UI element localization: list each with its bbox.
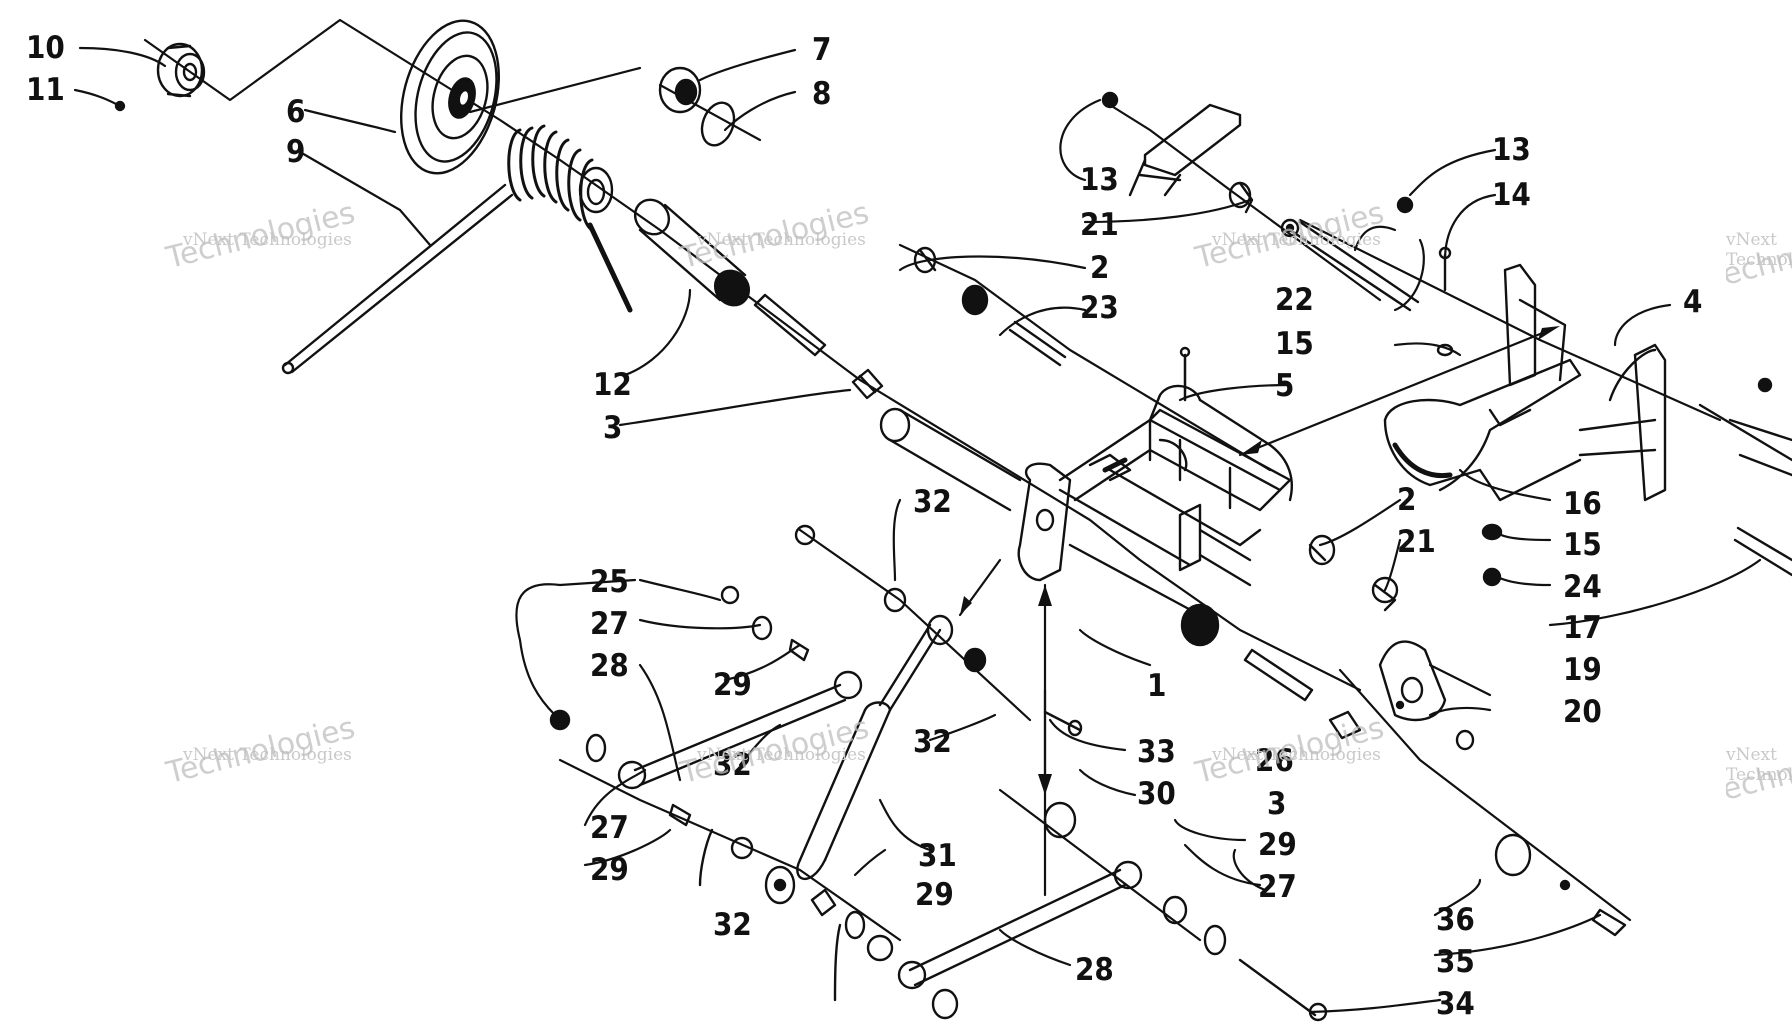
part-20-nut xyxy=(1455,729,1475,751)
callout-30: 30 xyxy=(1137,776,1176,812)
callout-34: 34 xyxy=(1436,986,1475,1022)
callout-26: 26 xyxy=(1255,743,1294,779)
part-24-nut xyxy=(1482,567,1502,587)
callout-16: 16 xyxy=(1563,486,1602,522)
part-33-bolt xyxy=(1043,710,1083,737)
part-2-spacer-lower xyxy=(1308,534,1336,566)
part-13-nut-right xyxy=(1396,196,1414,214)
callout-12: 12 xyxy=(593,367,632,403)
part-21-bolt-lower xyxy=(1371,576,1399,612)
callout-2: 2 xyxy=(1090,250,1109,286)
callout-29c: 29 xyxy=(1258,827,1297,863)
callout-6: 6 xyxy=(286,94,305,130)
part-26-pin xyxy=(1243,648,1314,702)
part-15-washer-upper xyxy=(1436,343,1454,357)
part-10-collar xyxy=(156,42,206,98)
callout-13b: 13 xyxy=(1492,132,1531,168)
part-14-grease-fitting xyxy=(1438,246,1452,292)
part-28-link-lower xyxy=(897,860,1143,990)
part-15-washer-lower xyxy=(1481,523,1503,541)
callout-28b: 28 xyxy=(1075,952,1114,988)
part-17-rod xyxy=(1733,377,1792,577)
callout-27c: 27 xyxy=(1258,869,1297,905)
part-11-setscrew xyxy=(114,100,126,112)
part-plate xyxy=(1128,103,1242,197)
callout-labels: 10 11 6 9 7 8 12 3 13 21 2 23 22 15 5 13… xyxy=(26,30,1702,1022)
callout-23: 23 xyxy=(1080,290,1119,326)
callout-22: 22 xyxy=(1275,282,1314,318)
callout-9: 9 xyxy=(286,134,305,170)
callout-21b: 21 xyxy=(1397,524,1436,560)
callout-15b: 15 xyxy=(1563,527,1602,563)
callout-25: 25 xyxy=(590,564,629,600)
callout-32d: 32 xyxy=(713,907,752,943)
callout-2b: 2 xyxy=(1397,482,1416,518)
callout-10: 10 xyxy=(26,30,65,66)
callout-32b: 32 xyxy=(913,724,952,760)
callout-20: 20 xyxy=(1563,694,1602,730)
callout-14: 14 xyxy=(1492,177,1531,213)
small-hardware xyxy=(549,524,1627,1022)
callout-5: 5 xyxy=(1275,368,1294,404)
part-31-shock-absorber xyxy=(764,614,954,905)
callout-17: 17 xyxy=(1563,610,1602,646)
callout-32c: 32 xyxy=(713,747,752,783)
part-16-bracket xyxy=(1383,263,1582,502)
part-19-plate xyxy=(1378,640,1447,722)
part-13-nut-upper xyxy=(1101,91,1119,109)
leader-lines xyxy=(73,18,1762,1014)
callout-32a: 32 xyxy=(913,484,952,520)
callout-11: 11 xyxy=(26,72,65,108)
part-7-bushing xyxy=(658,66,702,114)
part-28-link-upper xyxy=(617,670,863,790)
callout-33: 33 xyxy=(1137,734,1176,770)
part-3-bushing-upper xyxy=(851,368,884,400)
callout-24: 24 xyxy=(1563,569,1602,605)
callout-29b: 29 xyxy=(590,852,629,888)
callout-3b: 3 xyxy=(1267,786,1286,822)
callout-4: 4 xyxy=(1683,284,1702,320)
part-9-torsion-spring xyxy=(281,124,633,375)
callout-13: 13 xyxy=(1080,162,1119,198)
callout-35: 35 xyxy=(1436,944,1475,980)
callout-27b: 27 xyxy=(590,810,629,846)
callout-15: 15 xyxy=(1275,326,1314,362)
callout-21: 21 xyxy=(1080,207,1119,243)
arrowheads xyxy=(960,326,1560,795)
callout-1: 1 xyxy=(1147,668,1166,704)
callout-29: 29 xyxy=(713,667,752,703)
part-12-sleeve xyxy=(633,198,751,307)
part-2-spacer-upper xyxy=(913,246,989,316)
callout-29d: 29 xyxy=(915,877,954,913)
part-3-bushing-lower xyxy=(1328,710,1362,740)
part-4-arm xyxy=(1578,343,1792,502)
part-21-bolt-upper xyxy=(1228,181,1254,214)
callout-27: 27 xyxy=(590,606,629,642)
callout-36: 36 xyxy=(1436,902,1475,938)
callout-31: 31 xyxy=(918,838,957,874)
callout-7: 7 xyxy=(812,32,831,68)
callout-28: 28 xyxy=(590,648,629,684)
part-1-main-arm xyxy=(879,346,1293,647)
part-shaft-stub xyxy=(753,293,827,357)
callout-19: 19 xyxy=(1563,652,1602,688)
callout-8: 8 xyxy=(812,76,831,112)
part-23-pin xyxy=(1008,320,1067,367)
part-22-pin xyxy=(1280,218,1420,312)
callout-3: 3 xyxy=(603,410,622,446)
part-8-washer xyxy=(700,101,736,147)
part-6-idler-wheel xyxy=(399,19,501,175)
